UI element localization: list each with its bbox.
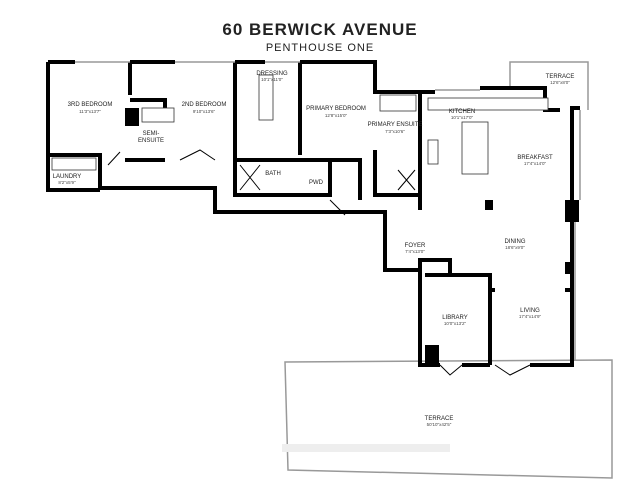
bathtub <box>141 107 175 123</box>
svg-text:ENSUITE: ENSUITE <box>138 138 164 144</box>
svg-text:PRIMARY ENSUITE: PRIMARY ENSUITE <box>368 122 423 128</box>
door <box>107 149 531 376</box>
column <box>485 200 493 210</box>
dressing-island <box>258 74 274 121</box>
svg-text:10'1"x17'0": 10'1"x17'0" <box>451 115 474 120</box>
svg-text:7'3"x10'6": 7'3"x10'6" <box>385 129 405 134</box>
column <box>125 108 139 126</box>
column <box>565 200 579 222</box>
window <box>75 61 581 360</box>
plan-title: 60 BERWICK AVENUE <box>222 20 418 39</box>
svg-text:11'3"x13'7": 11'3"x13'7" <box>79 109 101 114</box>
svg-text:PWD: PWD <box>309 180 324 186</box>
svg-text:8'2"x5'9": 8'2"x5'9" <box>58 180 76 185</box>
svg-text:LIBRARY: LIBRARY <box>442 315 468 321</box>
svg-text:12'8"x15'0": 12'8"x15'0" <box>325 113 348 118</box>
svg-text:DRESSING: DRESSING <box>256 71 288 77</box>
svg-text:2ND BEDROOM: 2ND BEDROOM <box>182 102 227 108</box>
svg-text:10'1"x11'0": 10'1"x11'0" <box>261 77 283 82</box>
svg-text:KITCHEN: KITCHEN <box>449 109 475 115</box>
svg-text:17'4"x14'0": 17'4"x14'0" <box>524 161 547 166</box>
laundry-appliances <box>51 157 97 171</box>
svg-text:FOYER: FOYER <box>405 243 426 249</box>
shower <box>239 164 416 191</box>
terrace-small-outline <box>509 61 589 110</box>
svg-text:TERRACE: TERRACE <box>425 416 454 422</box>
terrace-large-outline <box>284 359 613 479</box>
room-bath: BATH <box>265 171 281 177</box>
room-pwd: PWD <box>309 180 324 186</box>
svg-text:LIVING: LIVING <box>520 308 540 314</box>
svg-text:3RD BEDROOM: 3RD BEDROOM <box>68 102 113 108</box>
svg-text:BATH: BATH <box>265 171 281 177</box>
kitchen-island <box>461 121 489 175</box>
plan-subtitle: PENTHOUSE ONE <box>265 42 375 54</box>
watermark <box>282 444 450 452</box>
svg-text:7'4"x13'0": 7'4"x13'0" <box>405 249 425 254</box>
column <box>425 345 439 365</box>
svg-text:DINING: DINING <box>505 239 526 245</box>
svg-text:18'6"x9'0": 18'6"x9'0" <box>505 245 525 250</box>
svg-text:PRIMARY BEDROOM: PRIMARY BEDROOM <box>306 106 366 112</box>
svg-text:BREAKFAST: BREAKFAST <box>517 155 553 161</box>
svg-text:9'10"x13'6": 9'10"x13'6" <box>193 109 216 114</box>
column <box>565 262 573 274</box>
svg-text:17'4"x14'9": 17'4"x14'9" <box>519 314 542 319</box>
exterior-wall <box>46 60 580 367</box>
room-semi-ensuite: SEMI-ENSUITE <box>138 131 164 144</box>
svg-text:SEMI-: SEMI- <box>143 131 160 137</box>
svg-text:12'6"x8'0": 12'6"x8'0" <box>550 80 570 85</box>
svg-text:10'0"x13'2": 10'0"x13'2" <box>444 321 467 326</box>
kitchen-counter <box>427 97 549 111</box>
bathtub <box>379 94 417 112</box>
interior-wall <box>48 62 572 365</box>
svg-text:TERRACE: TERRACE <box>546 74 575 80</box>
svg-text:LAUNDRY: LAUNDRY <box>53 174 82 180</box>
svg-text:50'10"x42'5": 50'10"x42'5" <box>427 422 452 427</box>
stove <box>427 139 439 165</box>
